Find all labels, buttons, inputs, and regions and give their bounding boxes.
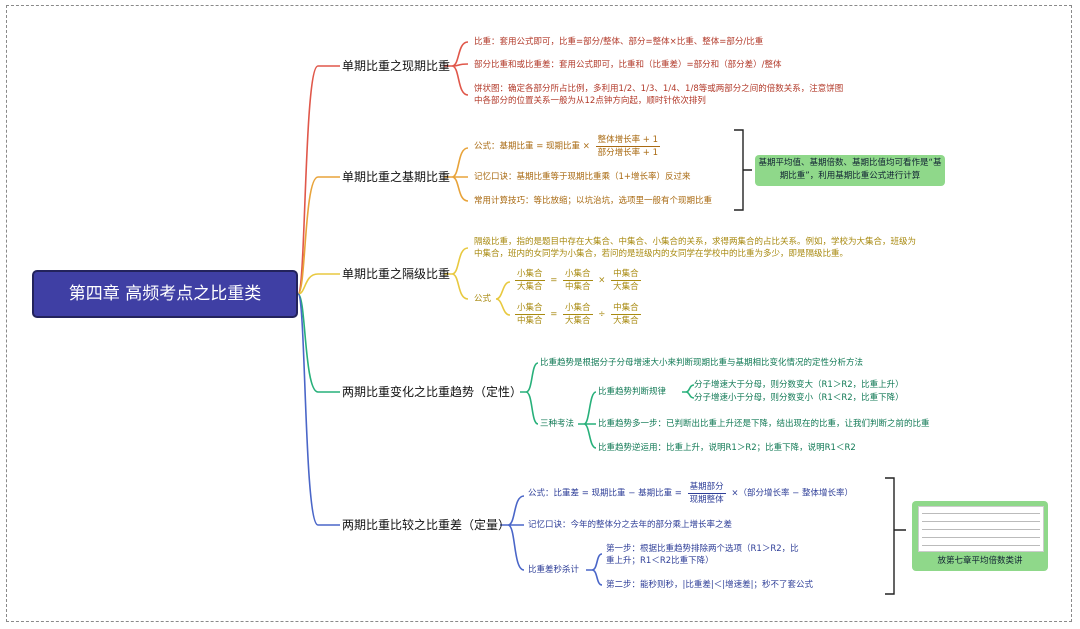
wire-root-b3 [297, 273, 340, 295]
wire-b3-formula [495, 281, 511, 316]
b3-formula-1: 小集合大集合 = 小集合中集合 × 中集合大集合 [515, 269, 641, 292]
b4-extra-step: 比重趋势多一步：已判断出比重上升还是下降，结出现在的比重，让我们判断之前的比重 [598, 419, 930, 429]
b3-formula-label: 公式 [474, 294, 492, 304]
b1-item-pie-chart: 饼状图：确定各部分所占比例，多利用1/2、1/3、1/4、1/8等或两部分之间的… [474, 84, 844, 106]
wire-b4-methods [578, 391, 597, 449]
b2-mnemonic: 记忆口诀：基期比重等于现期比重乘（1+增长率）反过来 [474, 172, 691, 182]
b3-formula-2: 小集合中集合 = 小集合大集合 ÷ 中集合大集合 [515, 303, 641, 326]
wire-b3-kids [444, 247, 469, 300]
wire-b4-kids [520, 362, 539, 425]
b3-description: 隔级比重，指的是题目中存在大集合、中集合、小集合的关系，求得两集合的占比关系。例… [474, 237, 917, 259]
b2-note-box: 基期平均值、基期倍数、基期比值均可看作是“基期比重”，利用基期比重公式进行计算 [755, 155, 945, 186]
b5-formula-fraction: 基期部分现期整体 [687, 482, 726, 505]
wire-b2-kids [444, 147, 469, 202]
b4-reverse-use: 比重趋势逆运用：比重上升，说明R1＞R2；比重下降，说明R1＜R2 [598, 443, 856, 453]
b2-calc-trick: 常用计算技巧：等比放缩；以坑治坑，选项里一般有个现期比重 [474, 196, 713, 206]
b4-rule-label[interactable]: 比重趋势判断规律 [598, 387, 667, 397]
wire-root-b2 [297, 176, 340, 295]
b4-rule-up: 分子增速大于分母，则分数变大（R1＞R2，比重上升） [694, 380, 904, 390]
wire-b1-kids [444, 41, 469, 96]
b2-formula-prefix: 公式： [474, 141, 500, 152]
bracket-b5 [885, 477, 906, 595]
b5-quick-method-label[interactable]: 比重差秒杀计 [528, 565, 580, 575]
wire-b4-rules [682, 384, 695, 399]
note-thumbnail-image [918, 506, 1044, 552]
b5-mnemonic: 记忆口诀：今年的整体分之去年的部分乘上增长率之差 [528, 520, 733, 530]
wire-b5-kill [586, 553, 603, 586]
branch-share-difference[interactable]: 两期比重比较之比重差（定量） [342, 518, 511, 532]
b4-methods-label[interactable]: 三种考法 [540, 419, 575, 429]
b5-step-2: 第二步：能秒则秒，|比重差|＜|增速差|；秒不了套公式 [606, 580, 813, 590]
dashed-frame [6, 5, 1072, 622]
b1-item-share-formula: 比重：套用公式即可，比重=部分/整体、部分=整体×比重、整体=部分/比重 [474, 37, 764, 47]
b2-formula-lhs: 基期比重 = 现期比重 × [499, 141, 590, 152]
b1-item-sum-diff: 部分比重和或比重差：套用公式即可，比重和（比重差）=部分和（部分差）/整体 [474, 60, 782, 70]
b5-note-label: 放第七章平均倍数类讲 [937, 556, 1023, 566]
bracket-b2 [734, 129, 752, 211]
wire-root-b4 [297, 293, 340, 393]
wire-b5-kids [500, 495, 525, 571]
wire-root-b5 [297, 293, 340, 526]
branch-base-share[interactable]: 单期比重之基期比重 [342, 170, 451, 184]
branch-share-trend[interactable]: 两期比重变化之比重趋势（定性） [342, 385, 523, 399]
wire-root-b1 [297, 65, 340, 295]
branch-current-share[interactable]: 单期比重之现期比重 [342, 59, 451, 73]
b4-definition: 比重趋势是根据分子分母增速大小来判断现期比重与基期相比变化情况的定性分析方法 [540, 358, 864, 368]
b5-formula: 公式：比重差 = 现期比重 − 基期比重 = 基期部分现期整体 ×（部分增长率 … [528, 482, 853, 505]
root-node[interactable]: 第四章 高频考点之比重类 [32, 270, 298, 318]
b4-rule-down: 分子增速小于分母，则分数变小（R1＜R2，比重下降） [694, 393, 904, 403]
branch-cross-level-share[interactable]: 单期比重之隔级比重 [342, 267, 451, 281]
b5-step-1: 第一步：根据比重趋势排除两个选项（R1＞R2，比重上升；R1＜R2比重下降） [606, 544, 799, 566]
